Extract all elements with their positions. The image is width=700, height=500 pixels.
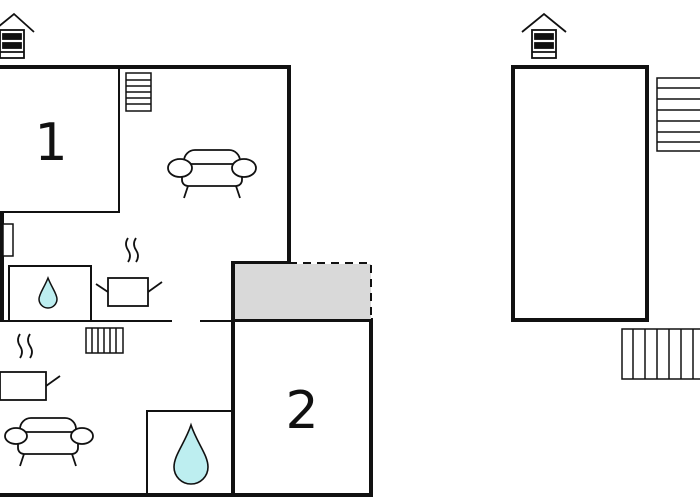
room-2-number: 2: [285, 381, 318, 441]
kitchen-partition: [0, 265, 233, 495]
stairs-icon-right-upper: [656, 77, 700, 152]
cooking-pot-icon-lower: [0, 333, 61, 401]
window: [2, 223, 14, 257]
stairs-icon-right-lower: [621, 328, 700, 380]
terrace-area: [235, 264, 371, 319]
left-wall-window: [0, 212, 14, 322]
shower-water-drop-icon: [173, 422, 209, 485]
sofa-icon: [167, 149, 257, 199]
terrace-dashed-edge: [289, 262, 372, 320]
house-entrance-icon: [0, 12, 35, 59]
room-1-walls: [0, 67, 120, 213]
stairs-icon: [125, 72, 152, 112]
sofa-icon-lower: [4, 417, 94, 467]
house-entrance-icon-right: [521, 12, 567, 59]
room-1: 1: [0, 67, 120, 213]
upper-floor-plan: [511, 12, 700, 380]
shower-box: [146, 410, 233, 495]
room-2-outer-wall: [0, 318, 373, 497]
terrace: [235, 262, 372, 320]
room-1-number: 1: [34, 113, 67, 173]
cooking-pot-icon: [95, 237, 163, 307]
sink-counter: [8, 265, 92, 320]
radiator-icon: [85, 327, 124, 354]
upper-floor-room: [511, 65, 649, 322]
water-drop-icon: [38, 275, 58, 309]
